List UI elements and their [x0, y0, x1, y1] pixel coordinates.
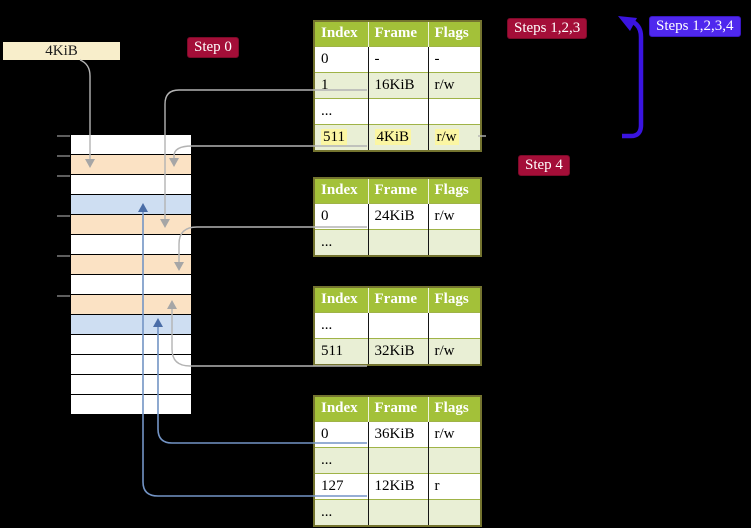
table-cell: 511 [314, 338, 368, 365]
table-row: 0-- [314, 46, 481, 73]
column-header: Index [314, 178, 368, 204]
table-cell: r/w [427, 421, 481, 448]
column-header: Flags [427, 287, 481, 313]
table-cell [427, 229, 481, 256]
table-cell: r/w [427, 72, 481, 99]
table-cell: ... [314, 447, 368, 474]
table-cell: 12KiB [367, 473, 428, 500]
table-cell [367, 499, 428, 526]
table-cell [427, 98, 481, 125]
table-cell [427, 499, 481, 526]
steps-1-2-3-badge: Steps 1,2,3 [507, 18, 588, 39]
table-cell: - [427, 46, 481, 73]
memory-row-9 [71, 295, 191, 315]
table-cell: r/w [427, 338, 481, 365]
memory-row-13 [71, 375, 191, 395]
table-cell: 0 [314, 421, 368, 448]
table-cell: ... [314, 312, 368, 339]
table-cell: 0 [314, 203, 368, 230]
table-cell: ... [314, 499, 368, 526]
table-row: ... [314, 447, 481, 474]
table-cell: 127 [314, 473, 368, 500]
table-row: ... [314, 312, 481, 339]
column-header: Index [314, 396, 368, 422]
memory-row-1 [71, 135, 191, 155]
highlighted-value: 4KiB [374, 128, 412, 145]
table-cell [367, 447, 428, 474]
table-cell: 0 [314, 46, 368, 73]
column-header: Flags [427, 178, 481, 204]
column-header: Index [314, 21, 368, 47]
memory-row-10 [71, 315, 191, 335]
table-cell: 1 [314, 72, 368, 99]
highlighted-value: r/w [434, 128, 459, 145]
table-cell: ... [314, 229, 368, 256]
table-cell [367, 229, 428, 256]
step-4-badge: Step 4 [518, 155, 570, 176]
table-row: ... [314, 229, 481, 256]
column-header: Frame [367, 21, 428, 47]
table-cell: ... [314, 98, 368, 125]
table-row: ... [314, 98, 481, 125]
memory-row-8 [71, 275, 191, 295]
memory-row-5 [71, 215, 191, 235]
memory-row-2 [71, 155, 191, 175]
column-header: Frame [367, 178, 428, 204]
column-header: Flags [427, 21, 481, 47]
table-cell: 36KiB [367, 421, 428, 448]
highlighted-value: 511 [321, 128, 347, 145]
table-cell [367, 98, 428, 125]
table-cell: - [367, 46, 428, 73]
table-cell: 32KiB [367, 338, 428, 365]
table-cell: 4KiB [367, 124, 428, 151]
table-cell: r [427, 473, 481, 500]
table-cell [427, 312, 481, 339]
table-cell [427, 447, 481, 474]
table-row: ... [314, 499, 481, 526]
memory-row-11 [71, 335, 191, 355]
table-cell [367, 312, 428, 339]
table-cell: r/w [427, 203, 481, 230]
step-0-badge: Step 0 [187, 37, 239, 58]
column-header: Frame [367, 287, 428, 313]
memory-row-6 [71, 235, 191, 255]
table-cell: r/w [427, 124, 481, 151]
memory-row-4 [71, 195, 191, 215]
big-blue-arrow [618, 16, 644, 139]
column-header: Index [314, 287, 368, 313]
table-cell: 511 [314, 124, 368, 151]
table-cell: 16KiB [367, 72, 428, 99]
table-row: 511 4KiB r/w [314, 124, 481, 151]
column-header: Flags [427, 396, 481, 422]
memory-row-12 [71, 355, 191, 375]
steps-1-2-3-4-badge: Steps 1,2,3,4 [649, 16, 741, 37]
column-header: Frame [367, 396, 428, 422]
memory-row-7 [71, 255, 191, 275]
physical-memory-column [70, 134, 192, 415]
memory-row-14 [71, 395, 191, 414]
page-size-label: 4KiB [3, 42, 120, 60]
memory-tick-marks [57, 135, 70, 297]
memory-row-3 [71, 175, 191, 195]
table-cell: 24KiB [367, 203, 428, 230]
